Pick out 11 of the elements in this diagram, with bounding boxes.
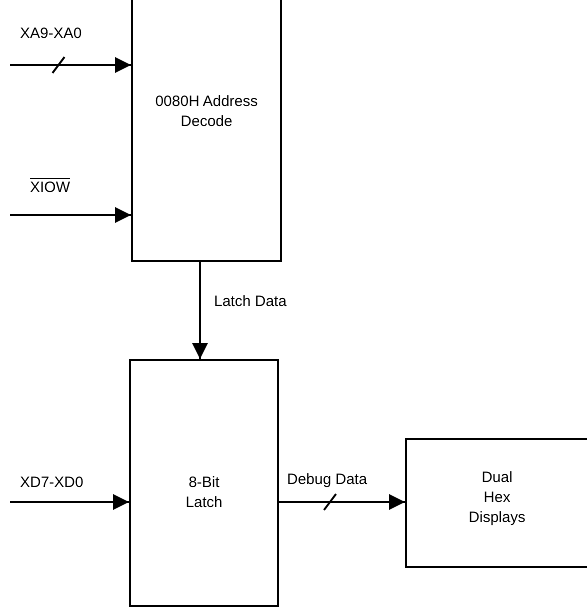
signal-label: XIOW xyxy=(30,178,70,198)
block-label: Dual Hex Displays xyxy=(468,468,526,528)
block-label: 0080H Address Decode xyxy=(154,92,259,132)
block-box xyxy=(129,359,279,607)
block-label: 8-Bit Latch xyxy=(184,473,224,513)
signal-label: Debug Data xyxy=(287,470,368,490)
signal-label: XA9-XA0 xyxy=(20,24,82,44)
signal-label: XD7-XD0 xyxy=(20,473,84,493)
signal-label: Latch Data xyxy=(214,292,287,312)
block-box xyxy=(405,438,587,568)
block-box xyxy=(131,0,282,262)
